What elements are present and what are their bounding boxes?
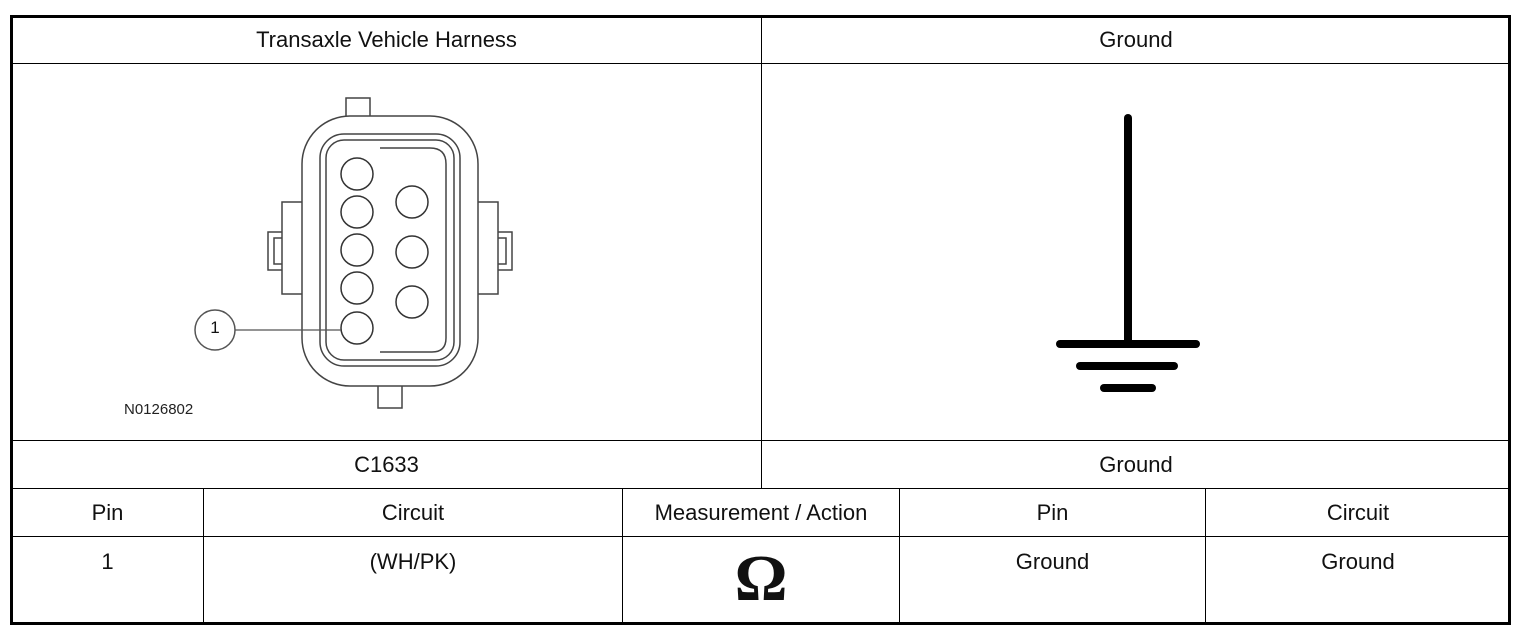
connector-face-diagram [194, 97, 513, 409]
col-header-circuit-2: Circuit [1326, 499, 1390, 525]
upper-center-divider [761, 17, 762, 488]
col-header-circuit: Circuit [381, 499, 445, 525]
col-header-measurement: Measurement / Action [654, 499, 868, 525]
ground-symbol-icon [1056, 114, 1200, 392]
col-divider-1 [203, 488, 204, 623]
pin-callout-number: 1 [210, 318, 220, 337]
ground-name: Ground [1099, 451, 1173, 477]
name-divider [12, 488, 1510, 489]
col-divider-2 [622, 488, 623, 623]
col-header-pin: Pin [91, 499, 124, 525]
row-pin-2: Ground [1015, 549, 1090, 574]
col-divider-4 [1205, 488, 1206, 623]
figure-code: N0126802 [124, 401, 194, 418]
row-circuit: (WH/PK) [369, 549, 457, 574]
ground-header: Ground [1099, 27, 1173, 52]
col-divider-3 [899, 488, 900, 623]
connector-name: C1633 [354, 451, 419, 477]
pin-callout-circle [194, 309, 236, 351]
row-circuit-2: Ground [1321, 549, 1395, 574]
pinpoint-test-table [10, 15, 1511, 625]
ohm-symbol-icon: Ω [734, 542, 788, 615]
row-pin: 1 [101, 549, 114, 574]
col-header-pin-2: Pin [1036, 499, 1069, 525]
pin-cavities [340, 157, 429, 345]
harness-header: Transaxle Vehicle Harness [256, 27, 517, 52]
column-header-divider [12, 536, 1510, 537]
